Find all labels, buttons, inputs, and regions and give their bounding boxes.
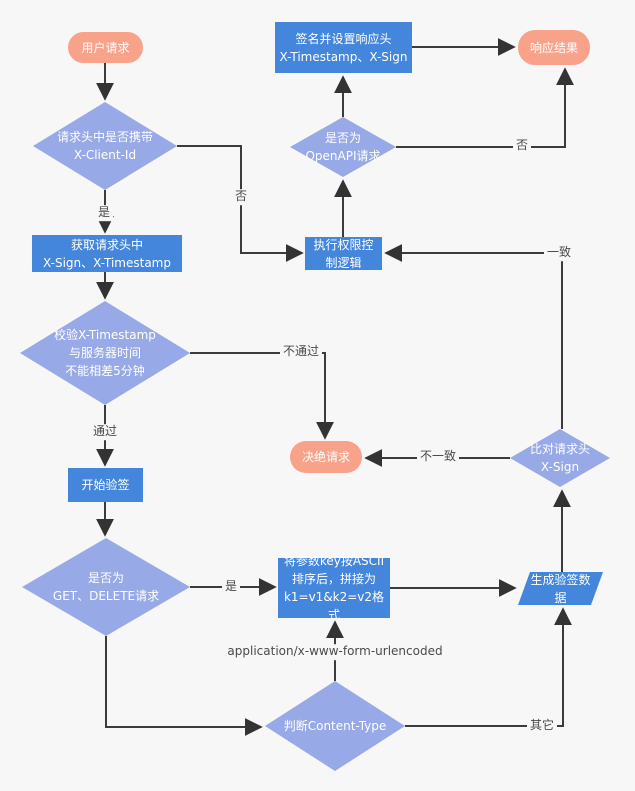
check-content-type-text: 判断Content-Type (283, 719, 387, 733)
gen-sign-data-text: 生成验签数 据 (530, 572, 591, 605)
gen-sign-data-parallelogram (518, 572, 603, 605)
sign-response-node: 签名并设置响应头 X-Timestamp、X-Sign (275, 22, 412, 73)
compare-sign-text: 比对请求头 X-Sign (529, 442, 590, 474)
check-client-id-text: 请求头中是否携带 X-Client-Id (56, 130, 153, 162)
response-result-node: 响应结果 (518, 30, 590, 65)
edge-check-method-no (105, 636, 263, 736)
edge-label-not-match: 不一致 (416, 449, 460, 465)
check-method-diamond (22, 538, 190, 636)
edge-label-fail: 不通过 (279, 344, 323, 360)
start-verify-node: 开始验签 (68, 468, 143, 502)
edge-label-match: 一致 (543, 245, 575, 261)
check-openapi-diamond (290, 117, 396, 177)
check-method-text: 是否为 GET、DELETE请求 (52, 571, 160, 603)
edge-label-pass: 通过 (89, 424, 121, 440)
edge-label-form-urlencoded: application/x-www-form-urlencoded (224, 644, 446, 660)
get-headers-node: 获取请求头中 X-Sign、X-Timestamp (32, 235, 182, 272)
compare-sign-diamond (510, 429, 610, 487)
edge-label-yes-client-id: 是 (94, 205, 114, 221)
check-openapi-text: 是否为 OpenAPI请求 (305, 131, 381, 163)
reject-request-node: 决绝请求 (290, 441, 362, 473)
exec-permission-node: 执行权限控 制逻辑 (305, 237, 382, 270)
check-timestamp-text: 校验X-Timestamp 与服务器时间 不能相差5分钟 (54, 328, 156, 378)
edge-label-other: 其它 (526, 718, 558, 734)
edge-label-yes-method: 是 (221, 579, 241, 595)
start-node: 用户请求 (68, 32, 143, 63)
edge-label-no-openapi: 否 (512, 138, 532, 154)
edge-check-timestamp-fail (190, 352, 334, 440)
check-timestamp-diamond (20, 301, 190, 405)
check-content-type-diamond (265, 681, 405, 771)
check-client-id-diamond (33, 102, 177, 190)
edge-label-no-client-id: 否 (231, 189, 251, 205)
edge-compare-match (384, 244, 563, 429)
sort-params-node: 将参数key按ASCII 排序后，拼接为 k1=v1&k2=v2格式 (278, 554, 390, 622)
edge-content-type-other (405, 607, 572, 727)
edge-check-openapi-no (396, 67, 574, 148)
